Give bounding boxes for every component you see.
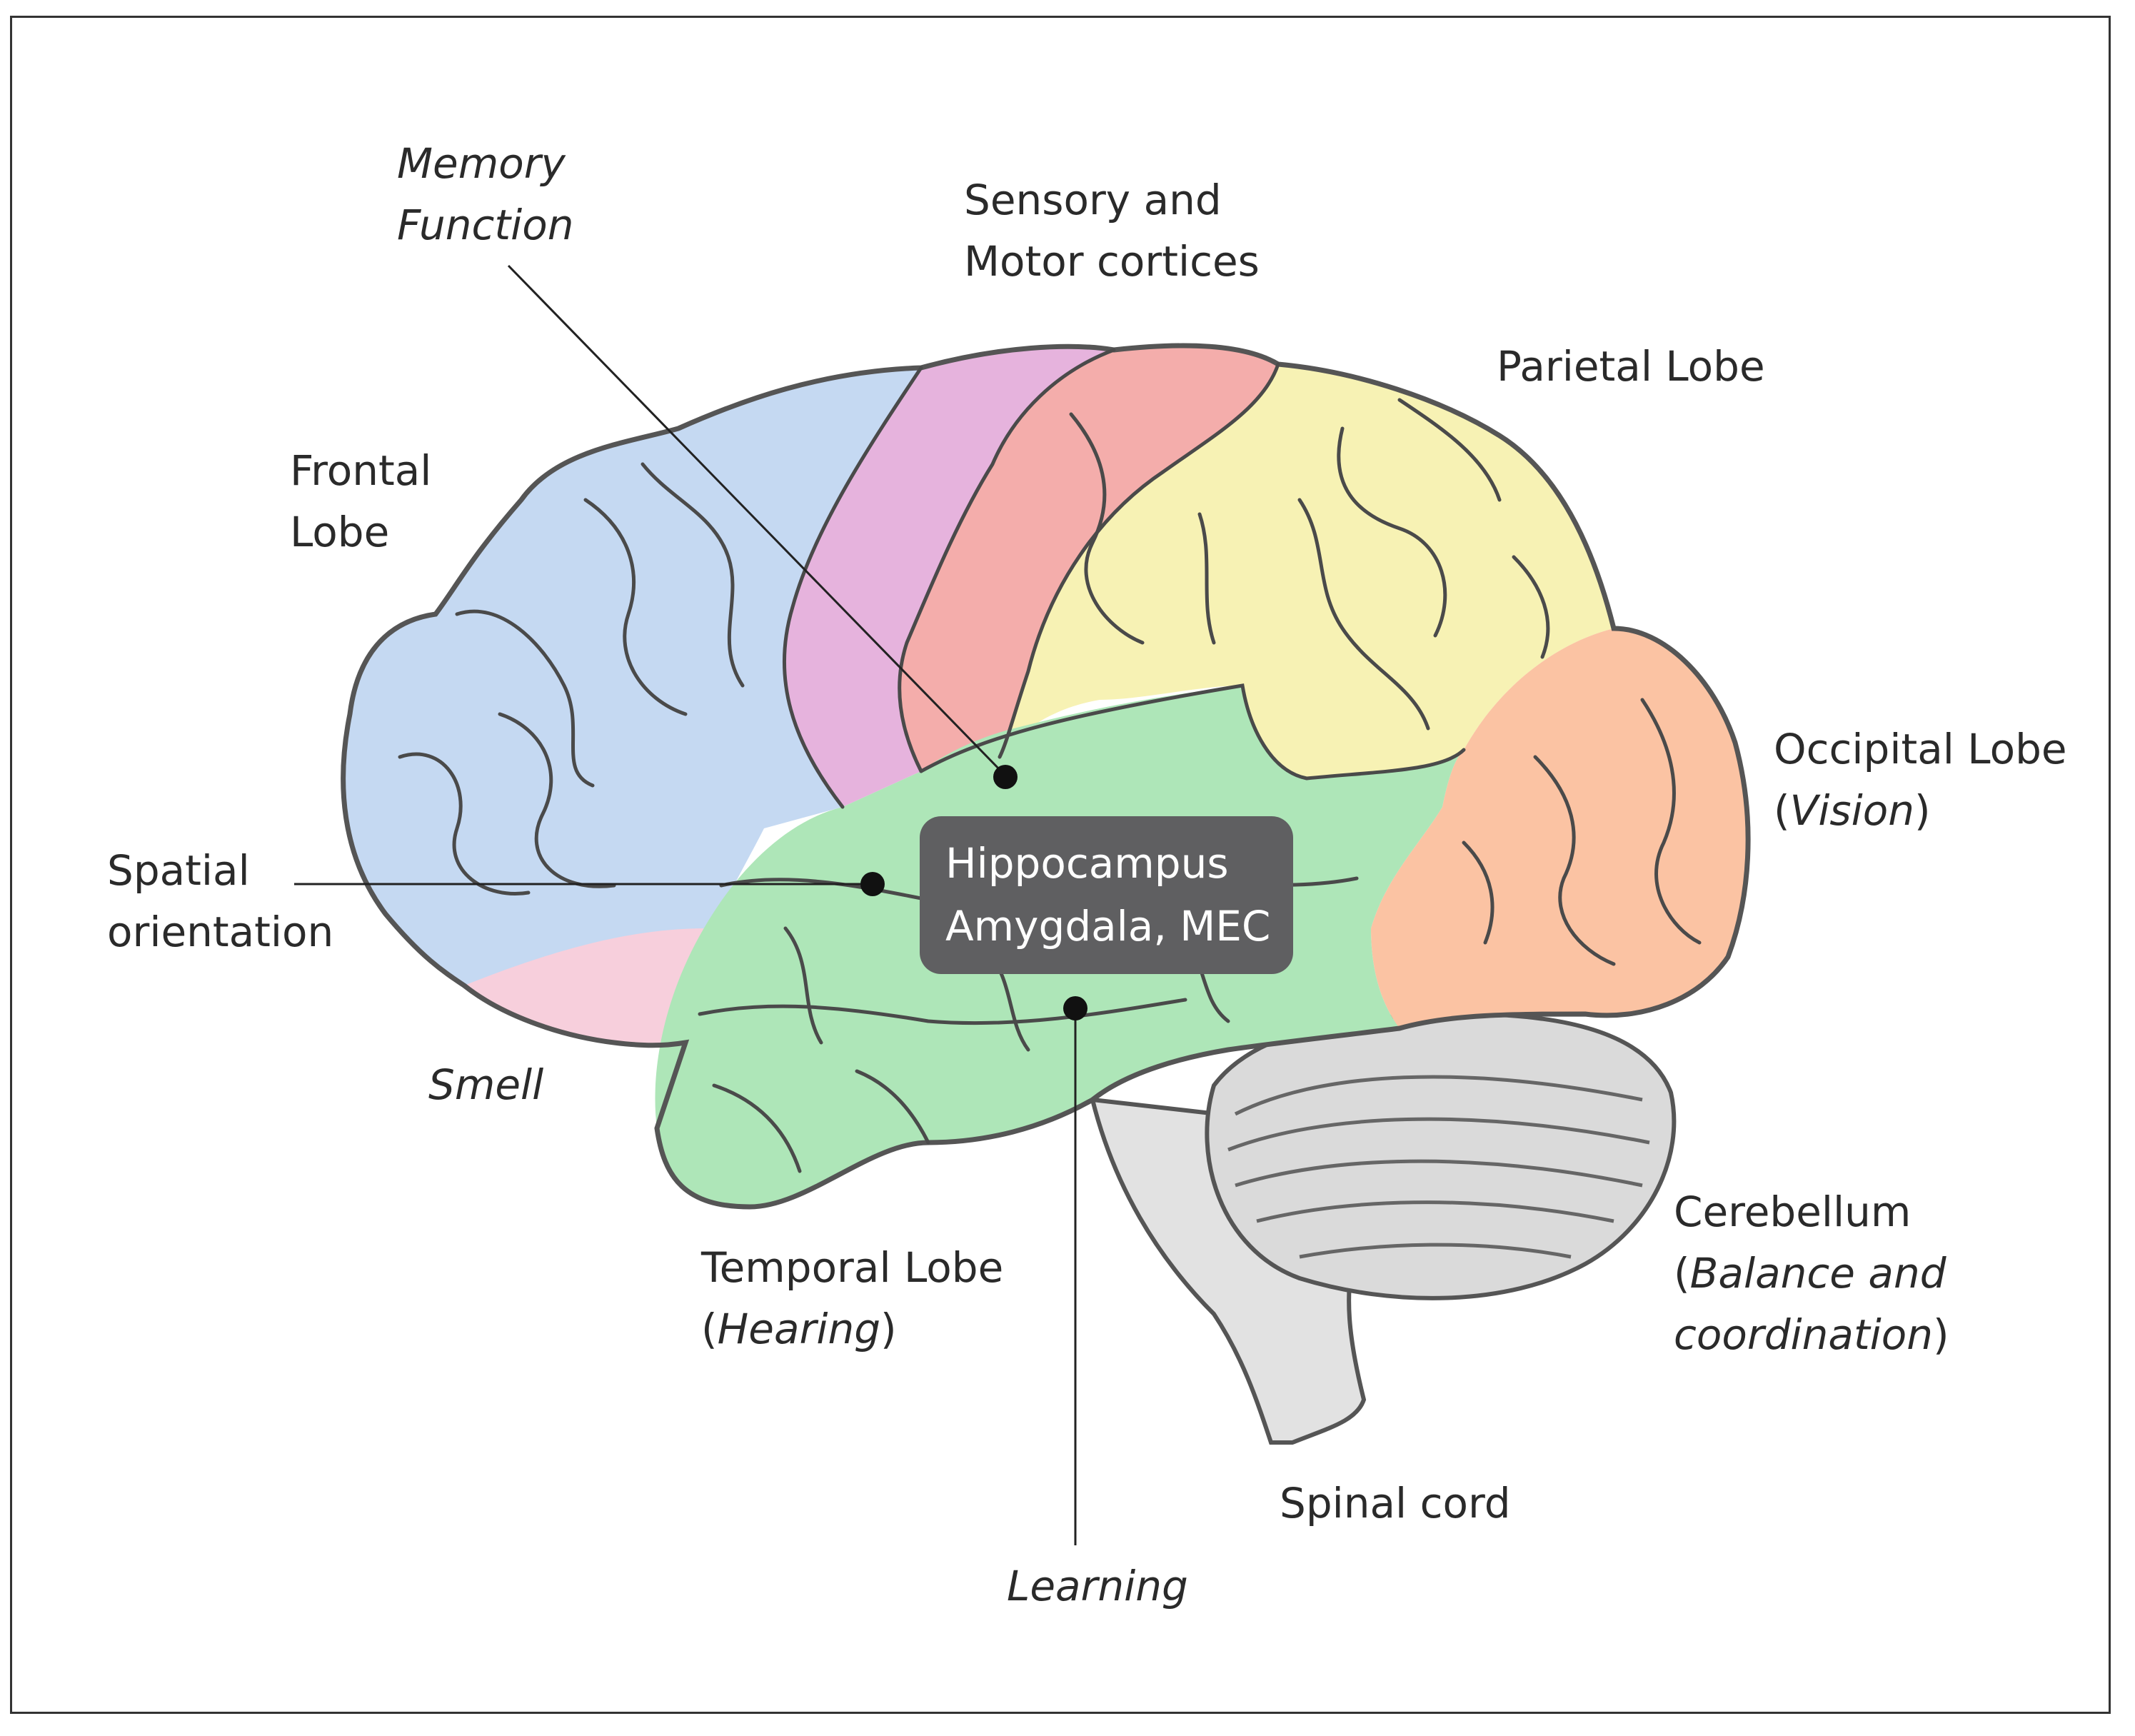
frontal-lobe-shape [343,368,921,985]
amygdala-text: Amygdala, MEC [945,902,1271,950]
cerebellum-shape [1205,1011,1677,1300]
cerebellum-folds [1227,1075,1650,1259]
smell-region-shape [464,928,707,1045]
hippocampus-text: Hippocampus [945,839,1229,888]
frontal-lobe-label: Frontal Lobe [290,446,432,556]
learning-label: Learning [1007,1562,1188,1610]
sensory-motor-label: Sensory and Motor cortices [964,176,1260,286]
learning-dot [1063,996,1087,1020]
motor-cortex-shape [899,346,1278,771]
pointer-lines [294,264,1077,1545]
parietal-lobe-label: Parietal Lobe [1497,342,1765,391]
temporal-lobe-label: Temporal Lobe (Hearing) [701,1243,1004,1353]
occipital-lobe-label: Occipital Lobe (Vision) [1774,725,2067,835]
parietal-lobe-shape [1000,364,1614,778]
spatial-orientation-label: Spatial orientation [107,846,334,956]
memory-function-label: Memory Function [397,139,574,249]
diagram-frame [10,16,2111,1714]
spinal-cord-label: Spinal cord [1280,1479,1511,1527]
cerebellum-label: Cerebellum (Balance and coordination) [1674,1188,1949,1359]
occipital-lobe-shape [1371,628,1749,1028]
smell-label: Smell [428,1060,544,1109]
spatial-dot [860,872,885,896]
memory-pointer-line [507,264,1007,777]
hippocampus-box: Hippocampus Amygdala, MEC [920,816,1293,974]
brain-outline [341,343,1751,1210]
premotor-shape [784,346,1114,807]
memory-dot [993,765,1018,789]
